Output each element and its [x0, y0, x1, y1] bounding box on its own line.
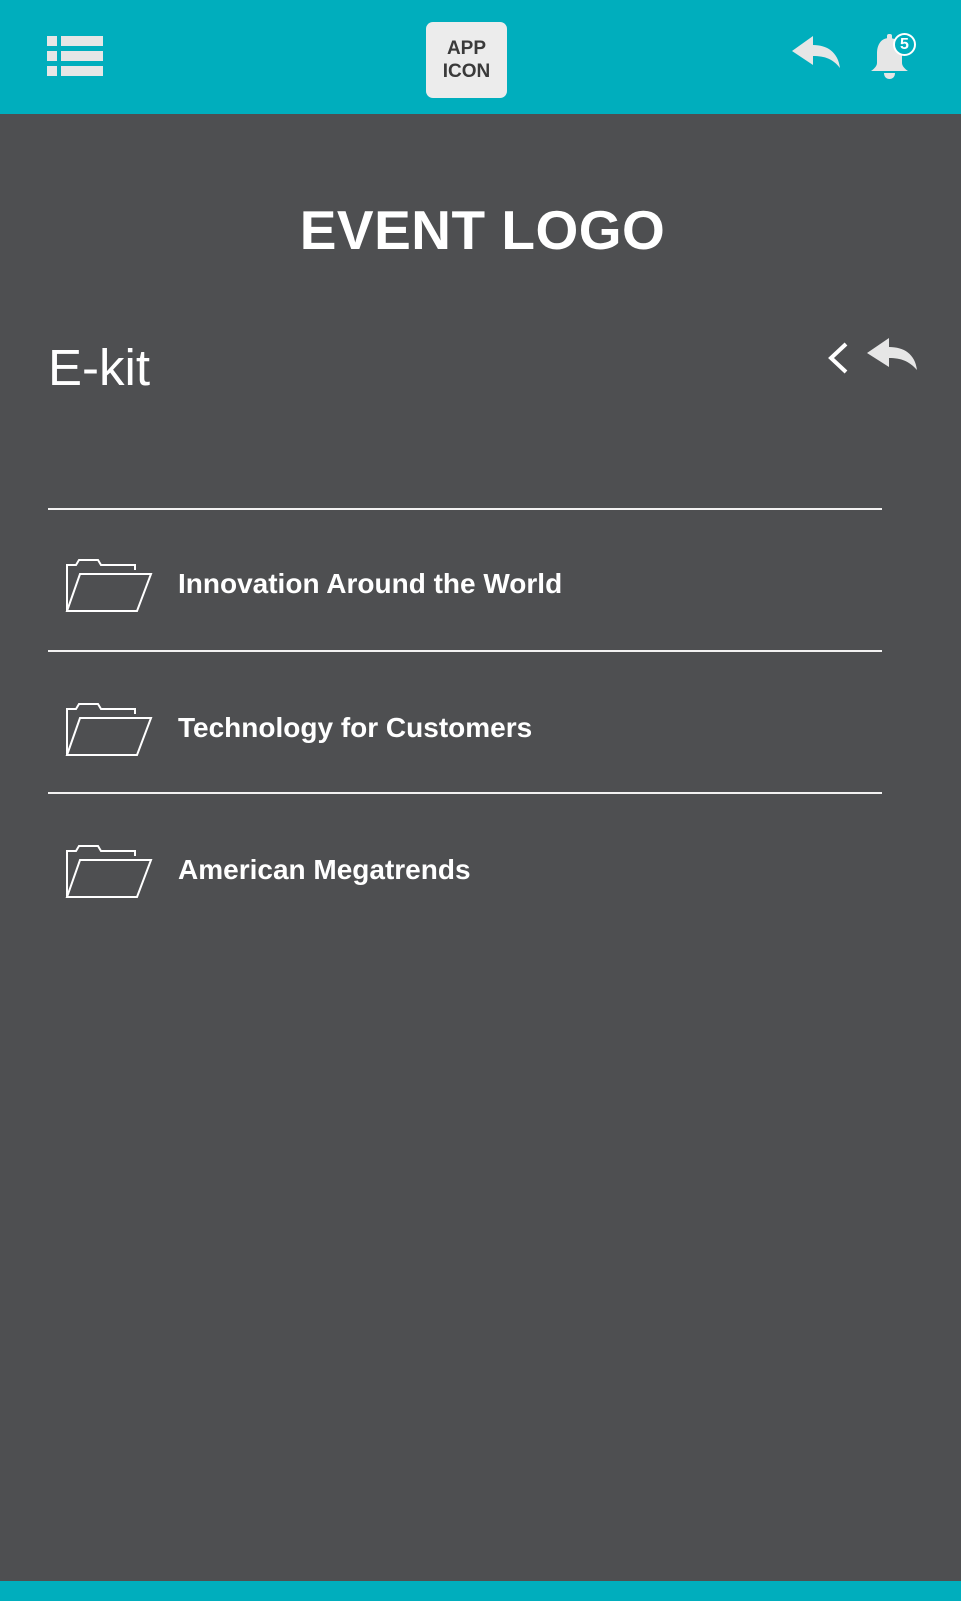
menu-button[interactable]: [47, 36, 105, 78]
divider: [48, 792, 882, 794]
folder-label: Technology for Customers: [178, 712, 533, 743]
chevron-left-icon: [828, 342, 848, 374]
page-title: E-kit: [48, 339, 150, 396]
divider: [48, 650, 882, 652]
folder-label: American Megatrends: [178, 854, 471, 885]
folder-item-american-megatrends[interactable]: American Megatrends: [48, 839, 882, 959]
app-icon-line2: ICON: [442, 61, 491, 82]
header-back-button[interactable]: [792, 34, 842, 74]
app-icon-line1: APP: [446, 38, 487, 59]
bottom-bar: [0, 1581, 961, 1601]
folder-item-technology[interactable]: Technology for Customers: [48, 697, 882, 817]
folder-icon: [65, 845, 153, 898]
folder-icon: [65, 703, 153, 756]
event-logo: EVENT LOGO: [299, 199, 666, 261]
collapse-button[interactable]: [826, 340, 852, 376]
reply-arrow-icon: [792, 36, 840, 68]
folder-label: Innovation Around the World: [178, 568, 563, 599]
notifications-button[interactable]: 5: [869, 32, 921, 82]
notification-badge: 5: [893, 33, 916, 56]
folder-icon: [65, 559, 153, 612]
page-back-button[interactable]: [867, 337, 919, 375]
divider: [48, 508, 882, 510]
app-icon[interactable]: APP ICON: [426, 22, 507, 98]
folder-item-innovation[interactable]: Innovation Around the World: [48, 553, 882, 673]
list-menu-icon: [47, 36, 103, 76]
top-bar: APP ICON 5: [0, 0, 961, 114]
reply-arrow-icon: [867, 338, 917, 370]
